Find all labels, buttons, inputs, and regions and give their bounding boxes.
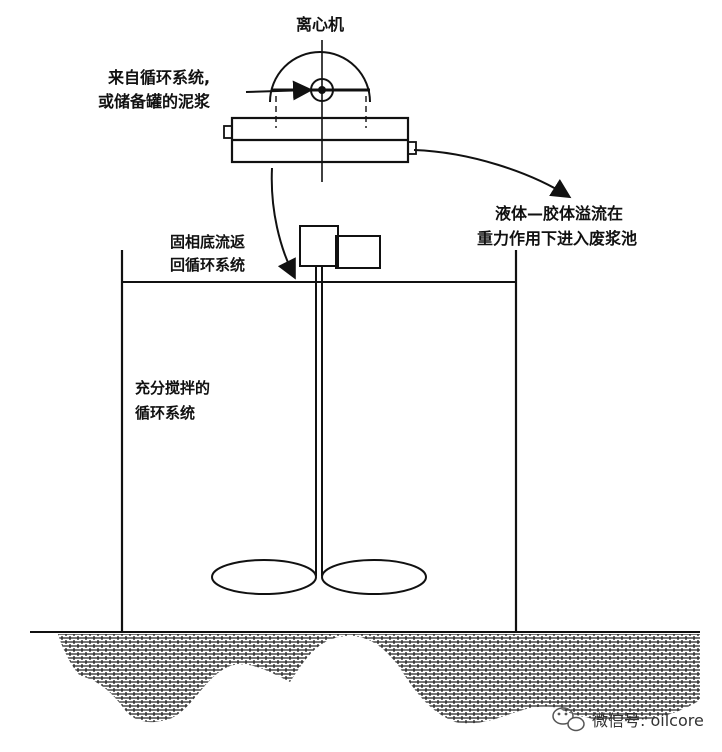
underflow-label-line1: 固相底流返 (170, 233, 245, 251)
centrifuge (223, 40, 417, 182)
wechat-icon (552, 707, 585, 732)
ground-hatch (58, 634, 700, 724)
ground (30, 631, 700, 724)
underflow-arrow (270, 167, 296, 280)
inlet-label-line2: 或储备罐的泥浆 (98, 92, 211, 111)
watermark-text: 微信号: oilcore (592, 711, 704, 730)
watermark: 微信号: oilcore (552, 707, 704, 732)
underflow-label-line2: 回循环系统 (170, 256, 245, 274)
centrifuge-label: 离心机 (296, 15, 344, 34)
impeller-blade-right (321, 559, 427, 595)
bowl-right-flange (407, 141, 417, 155)
tank-label-line1: 充分搅拌的 (135, 379, 210, 397)
tank-label-line2: 循环系统 (135, 404, 195, 422)
overflow-label-line1: 液体—胶体溢流在 (495, 204, 623, 223)
overflow-arrow (413, 149, 572, 199)
impeller-blade-left (211, 559, 317, 595)
mud-tank (120, 250, 518, 632)
mixer-motor (299, 225, 381, 269)
inlet-arrow (245, 80, 313, 101)
overflow-label-line2: 重力作用下进入废浆池 (477, 229, 637, 248)
bowl-left-flange (223, 125, 233, 139)
motor-housing (335, 235, 381, 269)
centrifuge-dome (269, 51, 371, 103)
inlet-label-line1: 来自循环系统, (107, 68, 210, 87)
motor-body (299, 225, 339, 267)
